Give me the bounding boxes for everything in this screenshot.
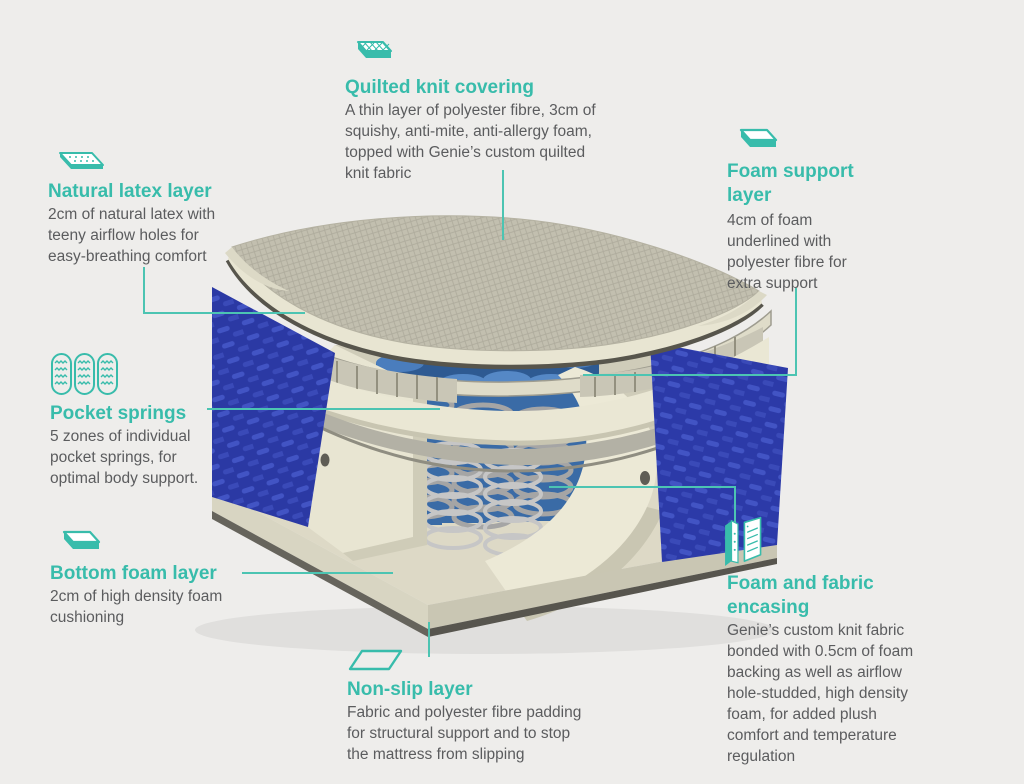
airflow-hole-right (640, 471, 650, 485)
latex-layer-icon (59, 152, 104, 169)
label-description: 2cm of high density foam cushioning (50, 588, 223, 626)
label-title: Foam and fabric encasing (727, 573, 874, 618)
label-title: Pocket springs (50, 403, 187, 424)
label-description: 4cm of foam underlined with polyester fi… (727, 212, 847, 292)
label-foam-fabric-encasing: Foam and fabric encasing Genie’s custom … (725, 516, 977, 767)
label-title: Foam support layer (727, 161, 854, 206)
label-non-slip-layer: Non-slip layer Fabric and polyester fibr… (347, 648, 657, 765)
label-natural-latex-layer: Natural latex layer 2cm of natural latex… (48, 148, 298, 267)
label-bottom-foam-layer: Bottom foam layer 2cm of high density fo… (50, 528, 300, 628)
encasing-icon (725, 516, 762, 566)
latex-block-row-left (241, 321, 457, 403)
label-title: Natural latex layer (48, 181, 212, 202)
base-foam-front-right (428, 540, 777, 629)
label-quilted-knit-covering: Quilted knit covering A thin layer of po… (345, 40, 675, 184)
airflow-hole-left (320, 453, 330, 467)
non-slip-sheet-icon (348, 649, 403, 671)
label-description: 2cm of natural latex with teeny airflow … (48, 206, 216, 265)
non-slip-strip-right (428, 558, 777, 637)
foam-slab-icon (739, 128, 778, 147)
polyester-sheet (265, 387, 747, 466)
label-description: Genie’s custom knit fabric bonded with 0… (727, 622, 914, 765)
encasing-wall-left-edge (343, 383, 427, 561)
quilted-top-cover (225, 215, 767, 370)
side-panel-left (212, 287, 335, 527)
pocket-springs-icon (51, 353, 118, 395)
foam-support-band (235, 337, 769, 444)
label-foam-support-layer: Foam support layer 4cm of foam underline… (727, 126, 927, 294)
label-description: A thin layer of polyester fibre, 3cm of … (345, 102, 596, 182)
label-title: Non-slip layer (347, 679, 473, 700)
label-pocket-springs: Pocket springs 5 zones of individual poc… (50, 352, 290, 489)
label-description: Fabric and polyester fibre padding for s… (347, 704, 582, 763)
ground-shadow (195, 606, 775, 654)
quilted-layer-icon (357, 41, 392, 58)
base-foam-front-left (212, 487, 428, 629)
label-title: Bottom foam layer (50, 563, 217, 584)
label-description: 5 zones of individual pocket springs, fo… (50, 428, 199, 487)
label-title: Quilted knit covering (345, 77, 534, 98)
side-panel-right (650, 342, 788, 562)
foam-slab-icon (62, 530, 101, 549)
non-slip-strip-left (212, 511, 428, 637)
